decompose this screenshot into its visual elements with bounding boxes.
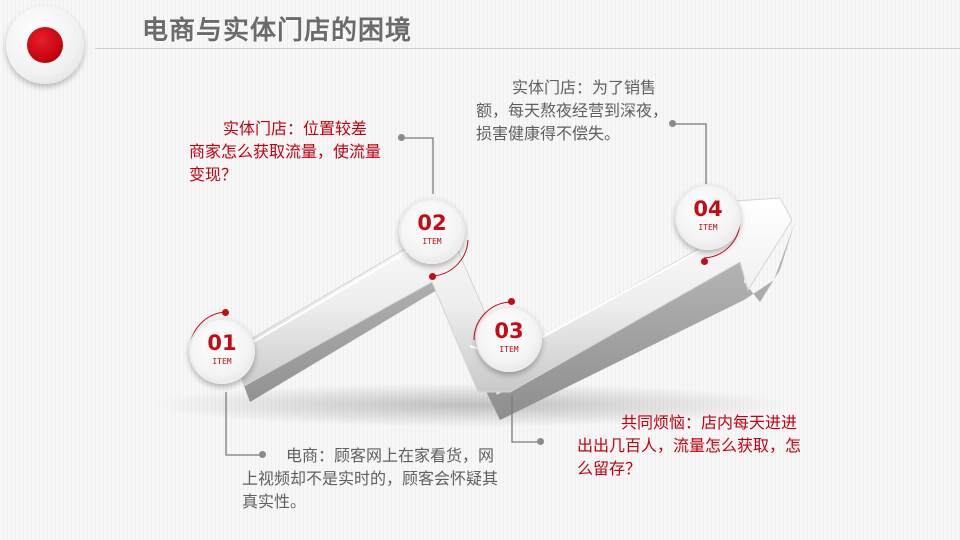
connector-03-end-dot	[537, 438, 544, 445]
step-number: 02	[417, 211, 447, 235]
connector-02	[402, 137, 434, 194]
connector-04-end-dot	[669, 120, 676, 127]
connector-01	[225, 392, 262, 456]
node-02-arc	[431, 239, 469, 277]
step-node-03: 03 ITEM	[476, 306, 542, 372]
node-04-arc	[703, 221, 741, 259]
page-title: 电商与实体门店的困境	[142, 16, 413, 46]
step-number: 04	[693, 197, 723, 221]
red-circle-icon	[27, 27, 63, 63]
header-divider	[95, 48, 960, 49]
node-04-dot	[701, 258, 708, 265]
floor-shadow	[150, 383, 790, 427]
step-number: 01	[207, 331, 237, 355]
node-03-arc	[473, 301, 512, 341]
step-node-02: 02 ITEM	[399, 198, 465, 264]
callout-01: 电商：顾客网上在家看货，网上视频却不是实时的，顾客会怀疑其真实性。	[242, 446, 499, 511]
step-node-01: 01 ITEM	[189, 318, 255, 384]
callout-02: 实体门店：位置较差商家怎么获取流量，使流量变现？	[189, 119, 382, 184]
connector-01-end-dot	[259, 451, 266, 458]
step-sub-label: ITEM	[422, 237, 442, 246]
callout-04: 实体门店：为了销售额，每天熬夜经营到深夜，损害健康得不偿失。	[476, 78, 669, 143]
connector-04	[673, 123, 707, 186]
header	[0, 0, 960, 58]
step-number: 03	[494, 319, 524, 343]
node-01-dot	[222, 309, 229, 316]
step-node-04: 04 ITEM	[675, 184, 741, 250]
connector-03	[511, 396, 540, 443]
callout-03: 共同烦恼：店内每天进进出出几百人，流量怎么获取，怎么留存？	[577, 413, 802, 478]
node-03-dot	[508, 298, 515, 305]
connector-02-end-dot	[398, 134, 405, 141]
step-sub-label: ITEM	[212, 357, 232, 366]
node-02-dot	[429, 273, 436, 280]
logo-badge	[6, 6, 84, 84]
step-sub-label: ITEM	[698, 223, 718, 232]
step-sub-label: ITEM	[499, 345, 519, 354]
